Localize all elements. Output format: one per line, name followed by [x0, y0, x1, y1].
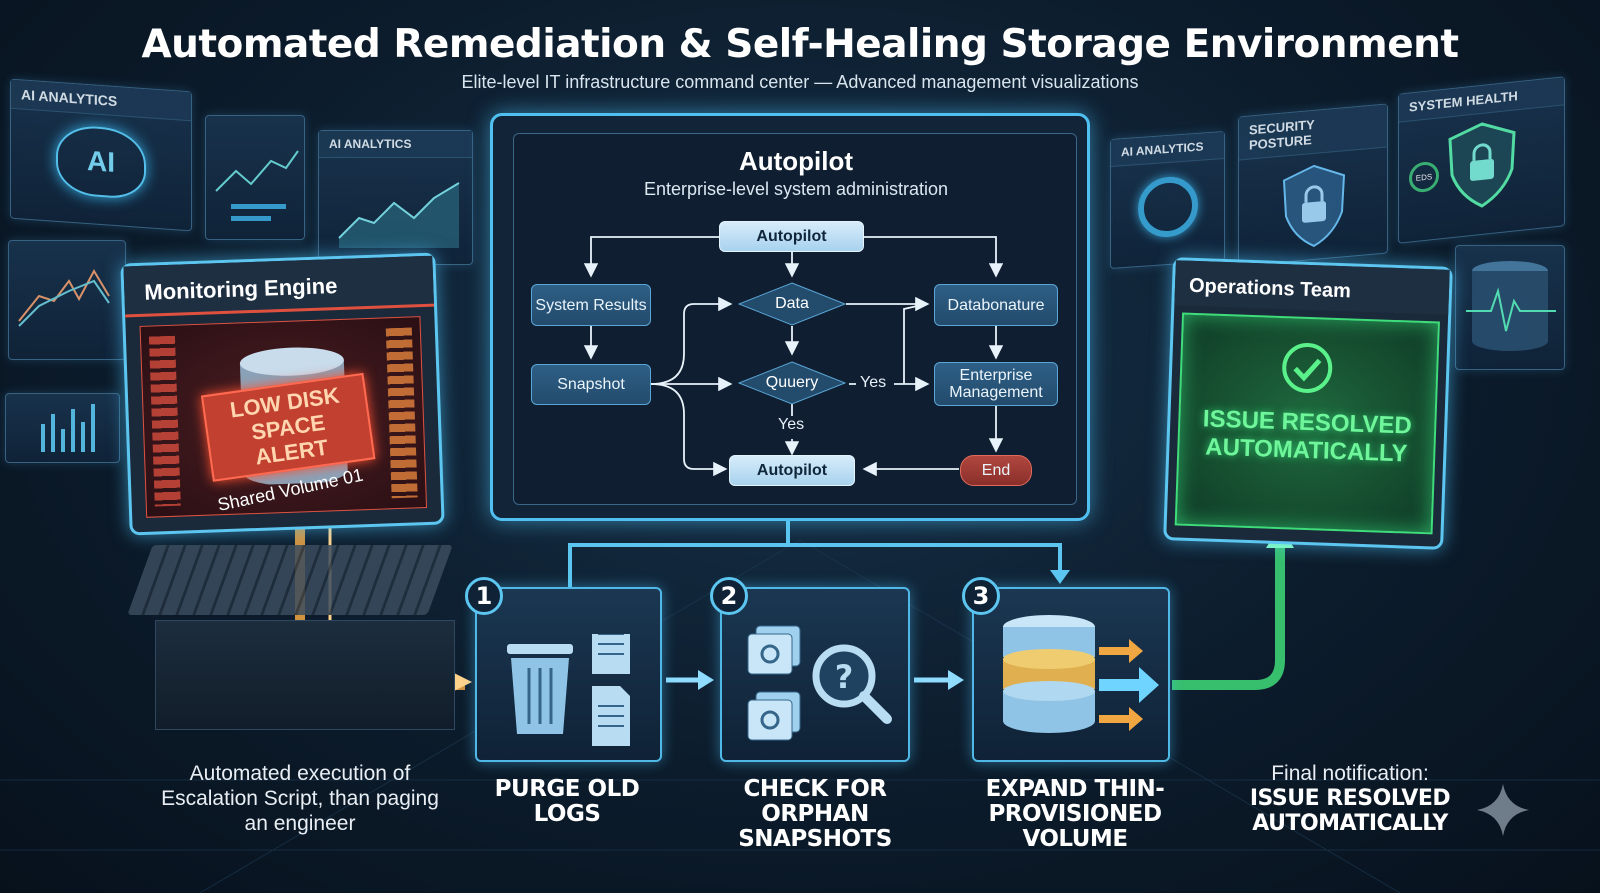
step-3-label: EXPAND THIN-PROVISIONED VOLUME: [985, 776, 1165, 852]
bar-chart: [41, 404, 95, 452]
flowchart-edges: [583, 236, 1004, 477]
svg-text:?: ?: [835, 658, 854, 696]
flowchart-title: Autopilot: [738, 146, 854, 176]
shield-lock-icon: [1448, 122, 1516, 208]
area-chart: [338, 182, 460, 248]
node-snapshot[interactable]: Snapshot: [531, 364, 651, 405]
step-purge-old-logs[interactable]: 1: [465, 577, 662, 762]
database-heartbeat-panel: [1455, 245, 1565, 370]
node-autopilot-top[interactable]: Autopilot: [719, 221, 864, 252]
edge-label-yes-right: Yes: [860, 374, 887, 391]
page-title: Automated Remediation & Self-Healing Sto…: [141, 22, 1459, 67]
flowchart-subtitle: Enterprise-level system administration: [643, 179, 949, 199]
step-expand-volume[interactable]: 3: [962, 577, 1170, 762]
panel-title: AI ANALYTICS: [319, 131, 472, 158]
step-1-label: PURGE OLD LOGS: [494, 776, 640, 827]
node-label: Quuery: [765, 374, 819, 391]
metrics-panel: [205, 115, 305, 240]
line-chart-icon: [215, 150, 299, 221]
flowchart-canvas: Autopilot Enterprise-level system admini…: [513, 133, 1077, 505]
expanding-database-icon: [1003, 615, 1159, 733]
ai-analytics-panel-left: AI ANALYTICS AI: [10, 78, 192, 232]
step-2-label: CHECK FOR ORPHAN SNAPSHOTS: [738, 776, 892, 852]
node-autopilot-bottom[interactable]: Autopilot: [729, 455, 855, 486]
step-number: 2: [710, 577, 748, 615]
desk: [155, 620, 455, 730]
node-enterprise-management[interactable]: Enterprise Management: [934, 362, 1058, 406]
step-check-orphan-snapshots[interactable]: 2 ?: [710, 577, 910, 762]
check-circle-icon: [1282, 342, 1333, 393]
autopilot-flowchart-panel: Autopilot Enterprise-level system admini…: [490, 113, 1090, 521]
bar-chart-monitor: [5, 393, 120, 463]
trash-and-logs-icon: [507, 634, 630, 746]
success-screen: ISSUE RESOLVED AUTOMATICALLY: [1174, 312, 1440, 535]
edge-label-yes-down: Yes: [778, 416, 805, 433]
panel-title: AI ANALYTICS: [1111, 132, 1224, 167]
escalation-caption: Automated execution of Escalation Script…: [161, 762, 439, 835]
step-number: 3: [962, 577, 1000, 615]
decision-diamond: [738, 282, 846, 326]
resolved-status: ISSUE RESOLVED AUTOMATICALLY: [1202, 405, 1413, 468]
node-system-results[interactable]: System Results: [531, 284, 651, 326]
snapshot-folders-search-icon: ?: [747, 625, 892, 741]
alert-screen: LOW DISK SPACE ALERT Shared Volume 01: [139, 316, 428, 518]
level-meter-left: [148, 335, 181, 507]
line-chart-panel: [8, 240, 126, 360]
ai-analytics-panel-chart: AI ANALYTICS: [318, 130, 473, 265]
monitor-title: Operations Team: [1174, 260, 1450, 315]
keyboard: [127, 545, 453, 615]
node-databonature[interactable]: Databonature: [934, 284, 1058, 326]
node-label: Data: [775, 295, 809, 312]
shield-lock-icon: [1282, 164, 1346, 248]
radar-icon: [1137, 174, 1198, 240]
step-number: 1: [465, 577, 503, 615]
brain-icon: AI: [56, 123, 146, 201]
ai-analytics-panel-right: AI ANALYTICS: [1110, 130, 1225, 270]
sparkle-icon: [1477, 784, 1529, 836]
system-health-panel: SYSTEM HEALTH EDS: [1398, 76, 1565, 244]
decision-diamond: [738, 361, 846, 405]
operations-team-monitor: Operations Team ISSUE RESOLVED AUTOMATIC…: [1163, 257, 1453, 550]
final-notification-label: Final notification:: [1271, 762, 1429, 785]
security-posture-panel: SECURITY POSTURE: [1238, 103, 1388, 267]
node-end[interactable]: End: [960, 455, 1032, 486]
monitoring-engine-monitor: Monitoring Engine LOW DISK SPACE ALERT S…: [120, 252, 445, 536]
line-chart: [18, 268, 110, 327]
node-quuery[interactable]: Quuery: [738, 361, 846, 405]
level-meter-right: [385, 327, 418, 499]
monitor-title: Monitoring Engine: [123, 255, 435, 318]
final-notification-status: ISSUE RESOLVED AUTOMATICALLY: [1249, 786, 1451, 836]
notification-path: [1172, 545, 1285, 690]
node-data[interactable]: Data: [738, 282, 846, 326]
database-heartbeat-icon: [1466, 261, 1556, 351]
page-subtitle: Elite-level IT infrastructure command ce…: [461, 72, 1139, 92]
